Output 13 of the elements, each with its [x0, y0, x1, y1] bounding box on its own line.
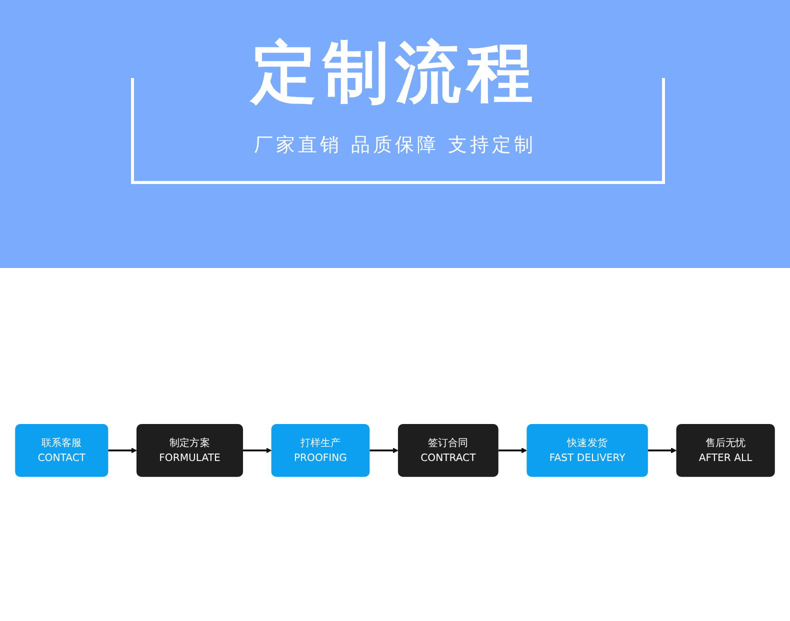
title: 定制流程 [248, 33, 540, 113]
node-box: 售后无忧 AFTER ALL [676, 424, 775, 476]
node-box: 打样生产 PROOFING [271, 424, 370, 476]
arrow [370, 447, 398, 453]
node-box: 快速发货 FAST DELIVERY [526, 424, 648, 476]
arrow [243, 447, 272, 453]
node-box: 联系客服 CONTACT [15, 424, 108, 476]
arrow [498, 447, 527, 453]
arrow [108, 447, 137, 453]
node-box: 签订合同 CONTRACT [398, 424, 498, 476]
node-box: 制定方案 FORMULATE [136, 424, 244, 476]
arrow [648, 447, 676, 453]
subtitle: 厂家直销 品质保障 支持定制 [254, 134, 536, 156]
